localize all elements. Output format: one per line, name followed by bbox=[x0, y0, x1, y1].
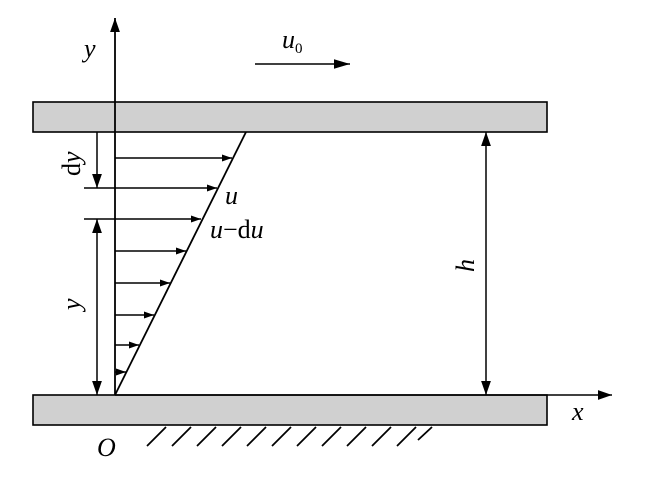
plate-velocity-label: u0 bbox=[282, 25, 303, 57]
minus-sign: − bbox=[223, 215, 238, 244]
plate-velocity-symbol: u bbox=[282, 25, 295, 54]
origin-label: O bbox=[97, 433, 116, 462]
du-u: u bbox=[251, 215, 264, 244]
top-plate bbox=[32, 101, 548, 133]
dy-label: dy bbox=[57, 151, 86, 176]
x-axis-label: x bbox=[571, 397, 584, 426]
bottom-plate bbox=[32, 394, 548, 426]
velocity-profile-line bbox=[114, 131, 247, 396]
dy-y: y bbox=[57, 151, 86, 166]
u-label: u bbox=[225, 181, 238, 210]
y-axis-label: y bbox=[81, 34, 96, 63]
ground-hatching bbox=[146, 426, 433, 447]
u-minus-u: u bbox=[210, 215, 223, 244]
dy-d: d bbox=[57, 163, 86, 176]
plate-velocity-subscript: 0 bbox=[295, 41, 303, 57]
h-label: h bbox=[451, 259, 480, 272]
u-minus-du-label: u−du bbox=[210, 215, 264, 244]
y-distance-label: y bbox=[57, 298, 86, 313]
velocity-arrows bbox=[84, 154, 232, 376]
du-d: d bbox=[238, 215, 251, 244]
